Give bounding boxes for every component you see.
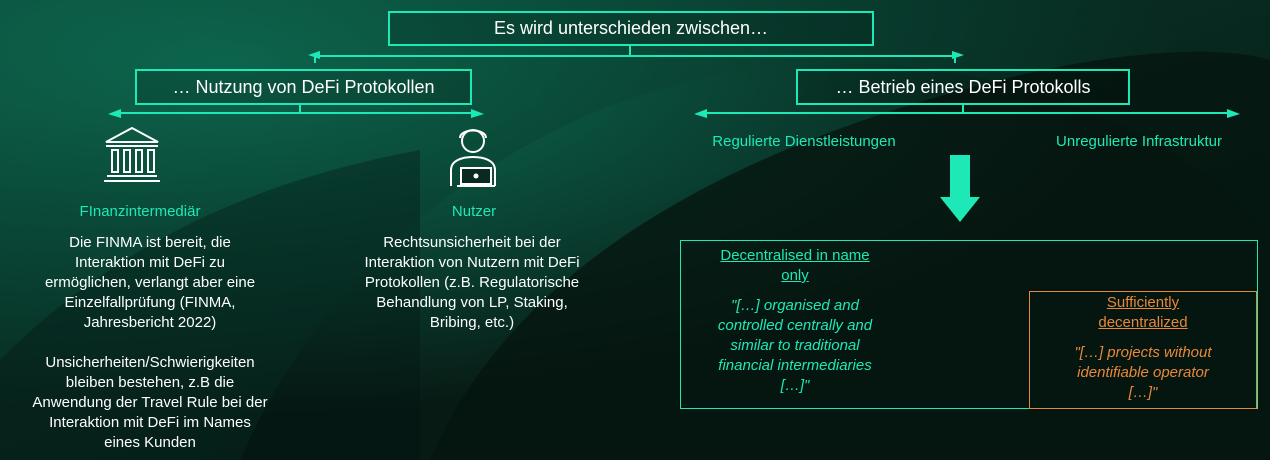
finance-label: FInanzintermediär <box>79 203 201 220</box>
usage-title: … Nutzung von DeFi Protokollen <box>172 76 435 97</box>
operation-title: … Betrieb eines DeFi Protokolls <box>835 76 1091 97</box>
usage-box: … Nutzung von DeFi Protokollen <box>135 69 472 105</box>
bank-icon <box>104 126 160 182</box>
unregulated-label: Unregulierte Infrastruktur <box>1056 133 1222 150</box>
finance-text-2: Unsicherheiten/Schwierigkeiten bleiben b… <box>32 354 268 451</box>
top-title: Es wird unterschieden zwischen… <box>493 18 769 38</box>
down-arrow <box>940 155 980 222</box>
dino-block: Decentralised in name only "[…] organise… <box>680 246 910 396</box>
dino-title: Decentralised in name only <box>720 247 870 284</box>
dino-quote: "[…] organised and controlled centrally … <box>717 297 873 394</box>
sufficient-title: Sufficiently decentralized <box>1098 294 1188 331</box>
top-title-box: Es wird unterschieden zwischen… <box>388 11 874 46</box>
sufficient-quote: "[…] projects without identifiable opera… <box>1074 344 1212 401</box>
user-text: Rechtsunsicherheit bei der Interaktion v… <box>364 234 580 331</box>
finance-text-1: Die FINMA ist bereit, die Interaktion mi… <box>44 234 256 331</box>
regulated-label: Regulierte Dienstleistungen <box>712 133 896 150</box>
user-laptop-icon <box>450 129 496 187</box>
decentralisation-frame <box>680 240 1258 409</box>
operation-box: … Betrieb eines DeFi Protokolls <box>796 69 1130 105</box>
sufficient-box: Sufficiently decentralized "[…] projects… <box>1029 291 1257 409</box>
user-label: Nutzer <box>451 203 497 220</box>
